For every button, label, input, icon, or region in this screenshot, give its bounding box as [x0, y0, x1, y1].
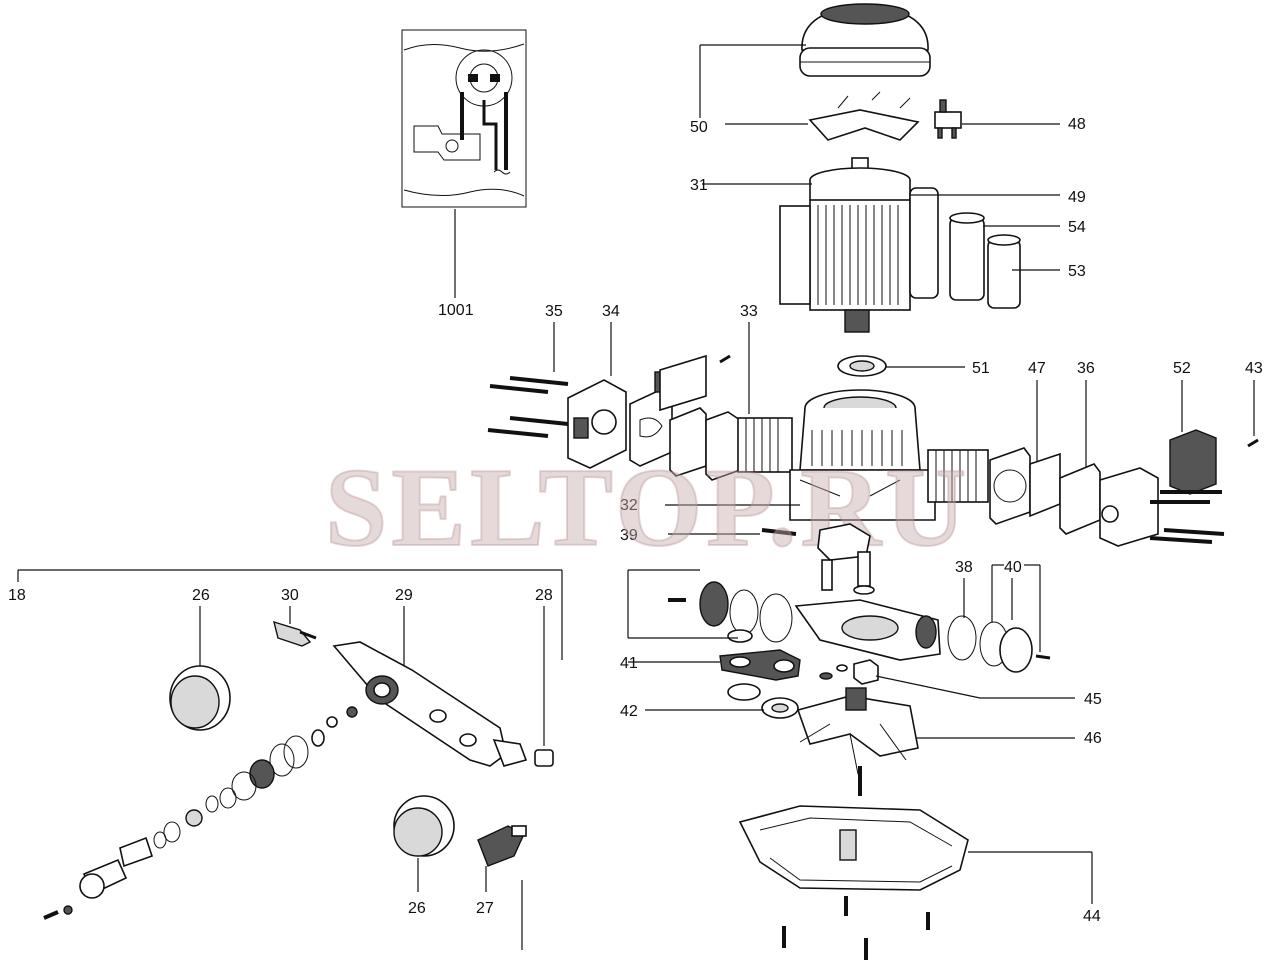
piston-assembly [668, 581, 1051, 673]
callout-33: 33 [740, 303, 758, 320]
electric-motor [779, 157, 939, 333]
cylinder-left [705, 411, 793, 481]
callout-27: 27 [476, 900, 494, 917]
callout-47: 47 [1028, 360, 1046, 377]
callout-32: 32 [620, 497, 638, 514]
callout-40: 40 [1004, 559, 1022, 576]
callout-53: 53 [1068, 263, 1086, 280]
callout-35: 35 [545, 303, 563, 320]
callout-28: 28 [535, 587, 553, 604]
callout-46: 46 [1084, 730, 1102, 747]
capacitor-53 [987, 234, 1021, 309]
nut-45 [853, 659, 879, 685]
callout-50: 50 [690, 119, 708, 136]
long-bolts-left [487, 376, 569, 438]
bearing-51 [837, 355, 887, 377]
callout-31: 31 [690, 177, 708, 194]
cylinder-head-right [1099, 467, 1159, 547]
motor-fan [725, 91, 920, 141]
eccentric-rod [719, 649, 801, 681]
callout-44: 44 [1083, 908, 1101, 925]
callout-48: 48 [1068, 116, 1086, 133]
callout-43: 43 [1245, 360, 1263, 377]
callout-38: 38 [955, 559, 973, 576]
callout-51: 51 [972, 360, 990, 377]
cooler-block-right [1169, 429, 1217, 495]
watermark: SELTOP.RU [325, 446, 970, 570]
callout-49: 49 [1068, 189, 1086, 206]
callout-39: 39 [620, 527, 638, 544]
check-valve-30 [273, 620, 317, 647]
callout-52: 52 [1173, 360, 1191, 377]
manifold-29 [332, 641, 528, 767]
callout-34: 34 [602, 303, 620, 320]
cylinder-head-left [567, 379, 627, 469]
fan-cover [799, 3, 931, 77]
coupling-27 [477, 825, 527, 867]
base-tray [738, 805, 969, 891]
callout-29: 29 [395, 587, 413, 604]
callout-45: 45 [1084, 691, 1102, 708]
thermal-switch [934, 99, 962, 139]
cooling-fan-46 [796, 687, 919, 775]
valve-train-parts [43, 706, 358, 920]
long-bolts-right [1149, 490, 1225, 544]
valve-plate-right [1059, 463, 1101, 535]
callout-30: 30 [281, 587, 299, 604]
filter-cap-lower [393, 795, 455, 857]
callout-26a: 26 [192, 587, 210, 604]
callout-54: 54 [1068, 219, 1086, 236]
plug-28 [534, 749, 554, 767]
small-bearings [727, 664, 848, 719]
crankcase [789, 389, 936, 521]
callout-36: 36 [1077, 360, 1095, 377]
filter-cap-upper [169, 665, 231, 731]
callout-41: 41 [620, 655, 638, 672]
callout-1001: 1001 [438, 302, 474, 319]
cylinder-right [927, 449, 989, 503]
valve-kit-frame [17, 569, 563, 950]
connecting-rod-assembly [817, 523, 875, 595]
callout-18: 18 [8, 587, 26, 604]
callout-26b: 26 [408, 900, 426, 917]
wiring-diagram-inset [401, 29, 527, 208]
callout-42: 42 [620, 703, 638, 720]
gasket-right [989, 447, 1061, 525]
capacitor-54 [949, 212, 985, 301]
